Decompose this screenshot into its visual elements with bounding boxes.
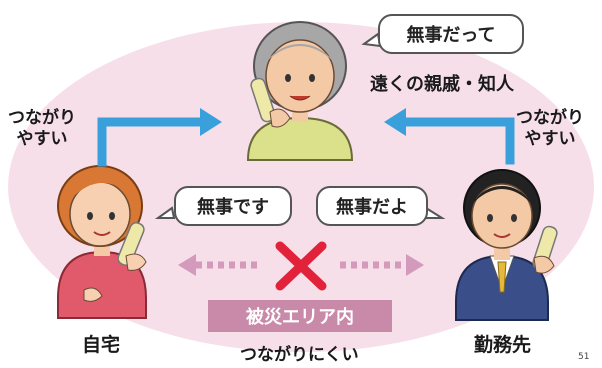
left-easy-label: つながり やすい (8, 108, 76, 150)
home-woman-figure (57, 165, 147, 319)
disaster-zone-label: 被災エリア内 (208, 300, 392, 332)
right-easy-label: つながり やすい (516, 108, 584, 150)
home-bubble-tail (154, 206, 176, 219)
page-number: 51 (578, 352, 590, 362)
elder-speech-bubble: 無事だって (378, 14, 524, 54)
right-easy-connection-arrow (384, 108, 515, 165)
work-label: 勤務先 (474, 334, 532, 356)
left-easy-label-line2: やすい (16, 129, 68, 149)
home-speech-bubble: 無事です (174, 186, 292, 226)
right-easy-label-line1: つながり (516, 108, 584, 128)
right-easy-label-line2: やすい (524, 129, 576, 149)
red-cross-icon (275, 241, 327, 291)
home-label: 自宅 (82, 334, 121, 356)
hard-connection-dotted-arrow (178, 254, 424, 276)
left-easy-label-line1: つながり (8, 108, 76, 128)
work-speech-bubble: 無事だよ (316, 186, 428, 226)
office-man-figure (455, 169, 558, 321)
hard-connection-label: つながりにくい (240, 345, 359, 365)
elder-label: 遠くの親戚・知人 (370, 74, 514, 95)
left-easy-connection-arrow (97, 108, 222, 167)
elderly-woman-figure (246, 21, 354, 161)
